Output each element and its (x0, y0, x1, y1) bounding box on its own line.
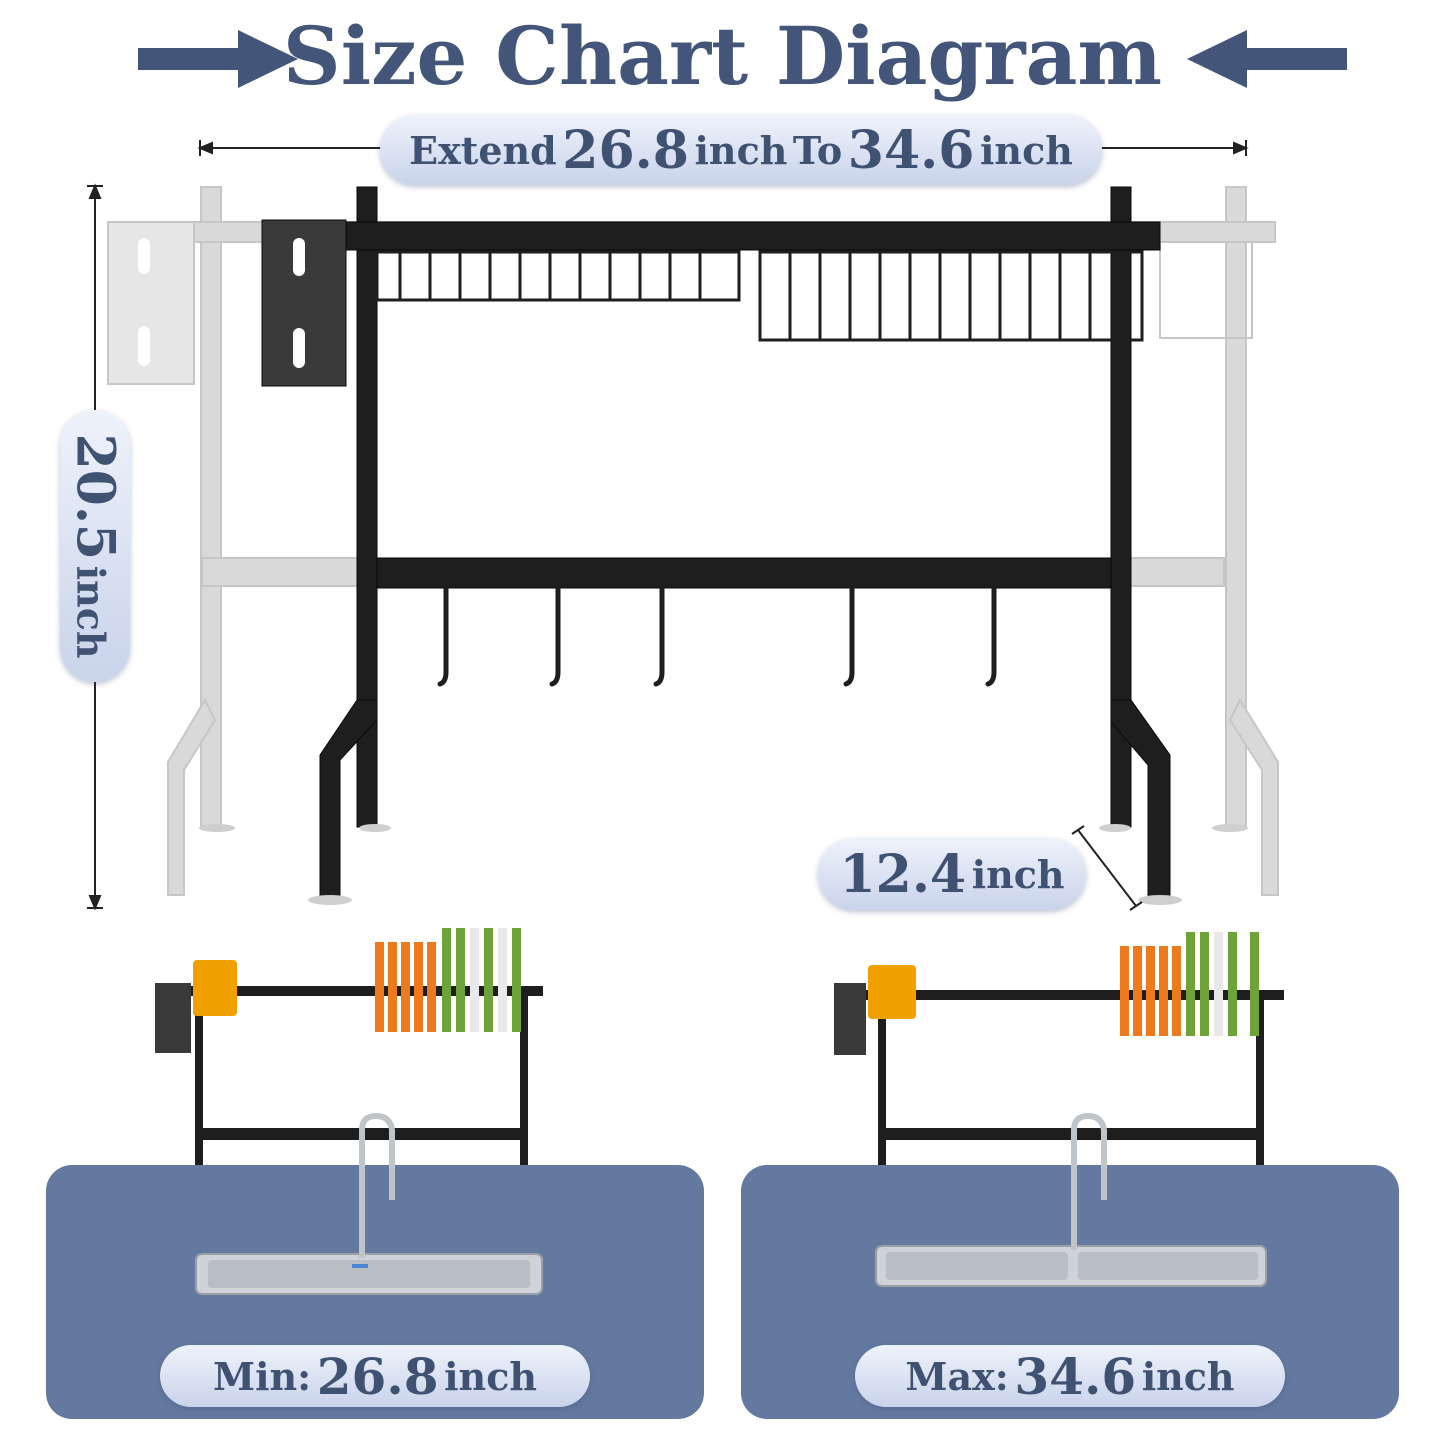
depth-label: 12.4 inch (818, 838, 1086, 910)
min-label: Min: (213, 1353, 312, 1399)
height-label: 20.5 inch (60, 410, 130, 682)
arrow-left-icon (1187, 30, 1347, 88)
extend-min-value: 26.8 (562, 119, 689, 181)
max-label: Max: (905, 1353, 1009, 1399)
arrow-right-icon (138, 30, 298, 88)
min-width-label: Min: 26.8 inch (160, 1345, 590, 1407)
extend-to: To (792, 127, 843, 173)
width-dimension-line (197, 140, 1249, 156)
hooks (437, 585, 997, 687)
extend-range-label: Extend 26.8 inch To 34.6 inch (380, 115, 1102, 185)
extend-unit-2: inch (980, 127, 1073, 173)
basket-right (758, 250, 1144, 342)
basket-left (375, 250, 741, 302)
extend-prefix: Extend (409, 127, 557, 173)
depth-dimension-line (1071, 825, 1143, 911)
height-unit: inch (68, 565, 114, 659)
max-value: 34.6 (1014, 1346, 1137, 1406)
height-dimension-line (87, 183, 103, 911)
extend-max-value: 34.6 (847, 119, 975, 181)
extend-unit-1: inch (694, 127, 788, 173)
rack (261, 186, 1171, 898)
min-value: 26.8 (316, 1346, 439, 1406)
page-title: Size Chart Diagram (282, 9, 1163, 103)
max-width-label: Max: 34.6 inch (855, 1345, 1285, 1407)
height-value: 20.5 (64, 433, 126, 561)
depth-unit: inch (971, 851, 1065, 897)
min-unit: inch (444, 1353, 537, 1399)
depth-value: 12.4 (839, 843, 967, 905)
max-unit: inch (1141, 1353, 1235, 1399)
